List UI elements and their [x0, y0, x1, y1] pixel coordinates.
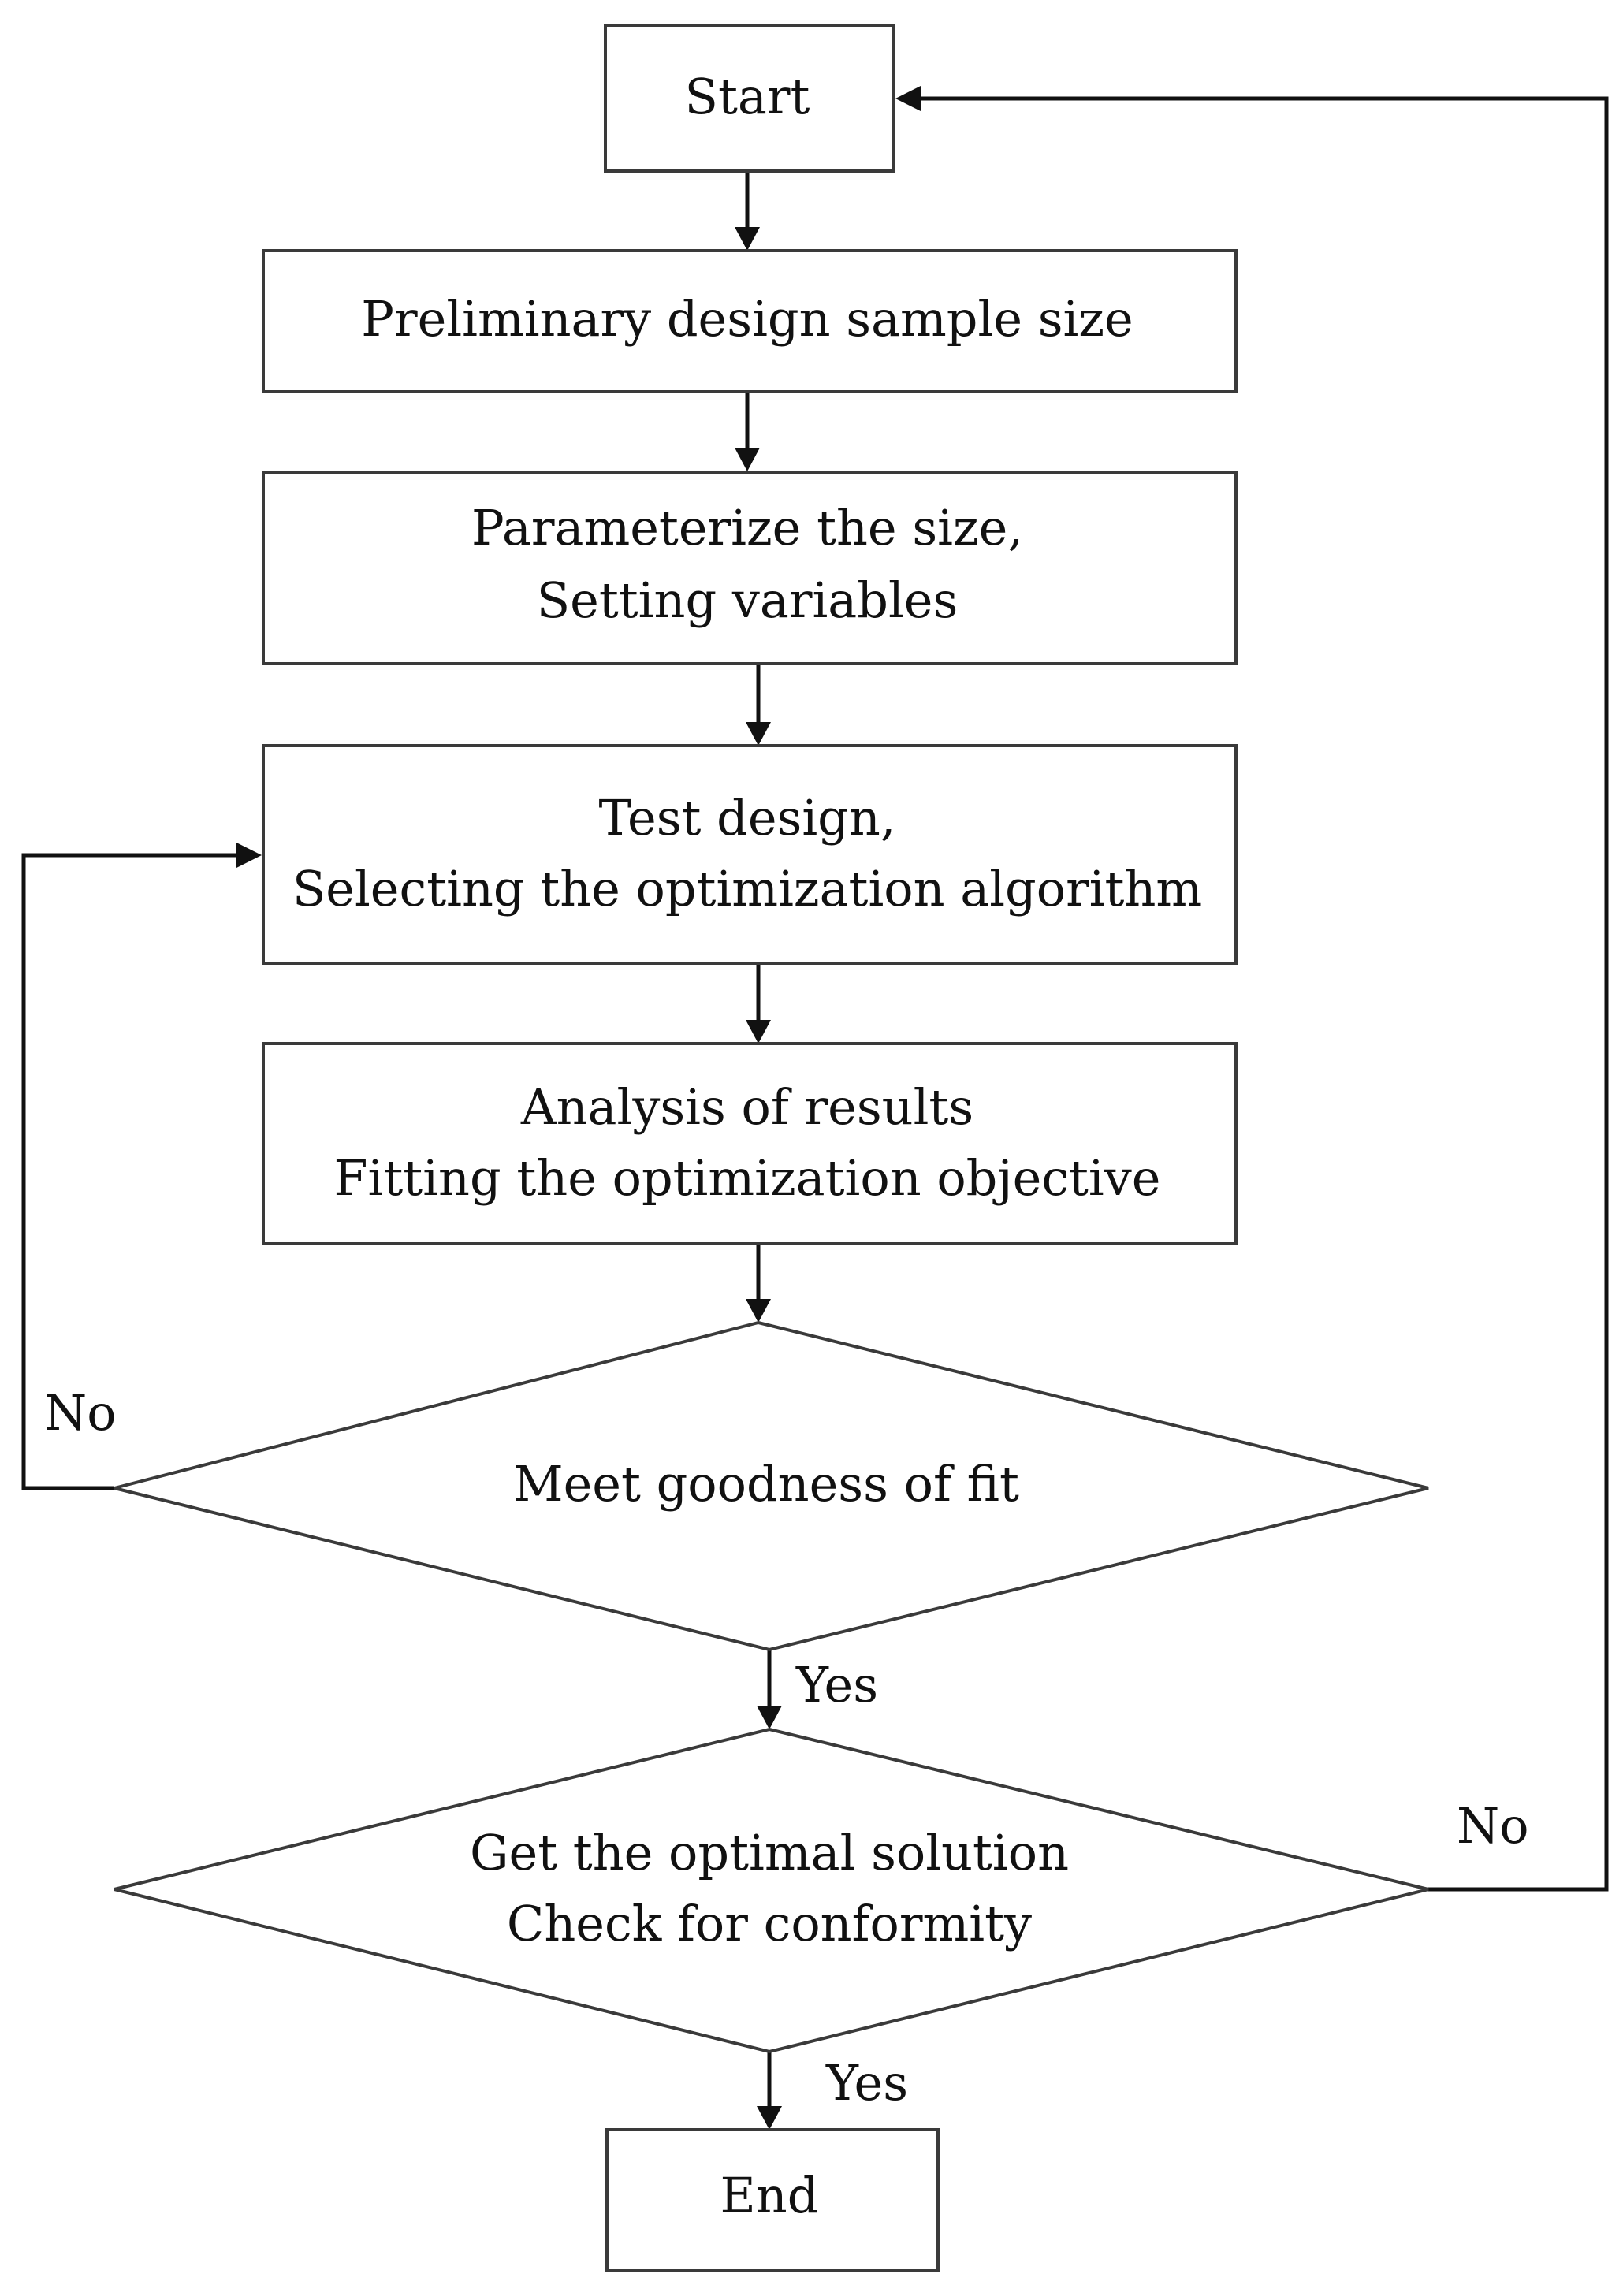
parameterize-box [262, 471, 1238, 665]
parameterize-label-line1: Parameterize the size, [471, 499, 1023, 556]
arrowhead-analysis-to-goodness [746, 1299, 771, 1323]
optimal-diamond [114, 1727, 1429, 2054]
end-node: End [605, 2128, 940, 2272]
optimal-yes-label: Yes [825, 2054, 908, 2112]
end-box [605, 2128, 940, 2272]
parameterize-label-line2: Setting variables [537, 571, 959, 629]
optimal-decision-node: Get the optimal solution Check for confo… [114, 1727, 1429, 2054]
goodness-no-label: No [44, 1384, 117, 1442]
test-design-label-line1: Test design, [598, 789, 895, 847]
goodness-yes-label: Yes [795, 1656, 878, 1714]
optimal-label-line1: Get the optimal solution [470, 1824, 1069, 1881]
analysis-label-line1: Analysis of results [520, 1078, 973, 1136]
arrowhead-optimal-yes-to-end [757, 2106, 782, 2130]
start-node: Start [604, 24, 895, 173]
test-design-node: Test design, Selecting the optimization … [262, 744, 1238, 965]
parameterize-node: Parameterize the size, Setting variables [262, 471, 1238, 665]
arrowhead-optimal-no-loop [895, 86, 921, 111]
preliminary-label: Preliminary design sample size [361, 290, 1133, 348]
arrowhead-test-design-to-analysis [746, 1020, 771, 1044]
analysis-label-line2: Fitting the optimization objective [334, 1149, 1161, 1207]
analysis-box [262, 1042, 1238, 1245]
start-box [604, 24, 895, 173]
analysis-node: Analysis of results Fitting the optimiza… [262, 1042, 1238, 1245]
optimal-label-line2: Check for conformity [507, 1895, 1032, 1952]
arrowhead-parameterize-to-test-design [746, 722, 771, 746]
edge-optimal-no-loop [921, 96, 1609, 1892]
edges [21, 86, 1609, 2130]
end-label: End [720, 2167, 819, 2224]
preliminary-box [262, 249, 1238, 393]
arrowhead-goodness-yes-to-optimal [757, 1706, 782, 1729]
goodness-label: Meet goodness of fit [513, 1455, 1019, 1513]
optimal-no-label: No [1457, 1797, 1529, 1855]
goodness-decision-node: Meet goodness of fit [114, 1320, 1429, 1652]
goodness-diamond [114, 1320, 1429, 1652]
arrowhead-goodness-no-loop [236, 843, 262, 868]
preliminary-node: Preliminary design sample size [262, 249, 1238, 393]
test-design-box [262, 744, 1238, 965]
edge-goodness-no-loop [21, 853, 236, 1490]
arrowhead-preliminary-to-parameterize [735, 448, 760, 471]
test-design-label-line2: Selecting the optimization algorithm [292, 860, 1202, 917]
arrowhead-start-to-preliminary [735, 227, 760, 251]
start-label: Start [685, 68, 810, 125]
